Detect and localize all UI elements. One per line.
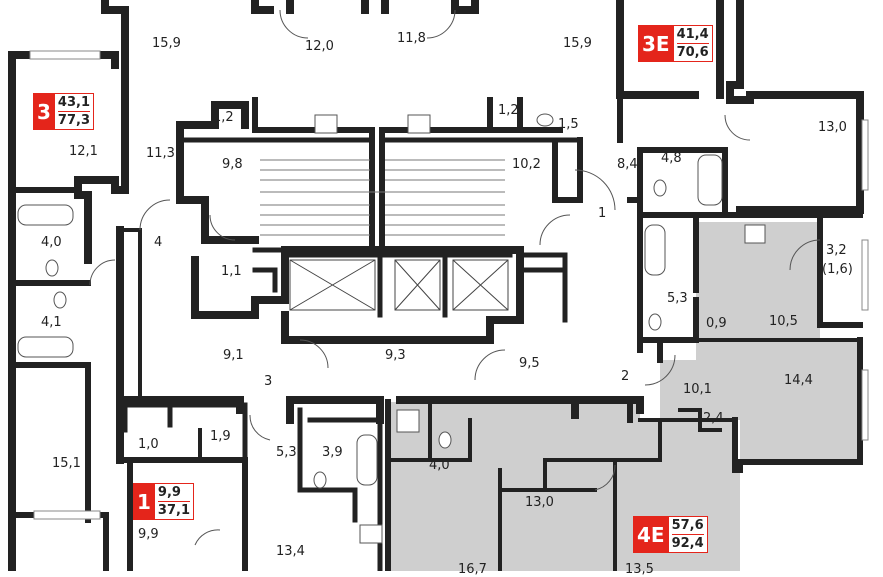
doors — [89, 9, 821, 546]
room-area-label: 1,2 — [498, 103, 519, 118]
apartment-badge-3e: 3E 41,4 70,6 — [638, 25, 713, 62]
room-area-label: 10,5 — [769, 314, 798, 329]
room-area-label: 2 — [621, 369, 630, 384]
elevators — [289, 259, 509, 311]
apartment-number: 1 — [133, 483, 155, 520]
room-area-label: 5,3 — [276, 445, 297, 460]
apartment-areas: 41,4 70,6 — [673, 25, 713, 62]
living-area: 57,6 — [671, 518, 704, 535]
room-area-label: 0,9 — [706, 316, 727, 331]
room-area-label: 1 — [598, 206, 607, 221]
room-area-label: 9,8 — [222, 157, 243, 172]
room-area-label: 4,0 — [41, 235, 62, 250]
room-area-label: 4,8 — [661, 151, 682, 166]
room-area-label: 13,4 — [276, 544, 305, 559]
living-area: 9,9 — [157, 484, 190, 502]
room-area-label: 15,1 — [52, 456, 81, 471]
room-area-label: 1,0 — [138, 437, 159, 452]
room-area-label: 13,5 — [625, 562, 654, 577]
apartment-number: 3E — [638, 25, 674, 62]
total-area: 70,6 — [676, 45, 709, 60]
room-area-label: 10,1 — [683, 382, 712, 397]
room-area-label: 14,4 — [784, 373, 813, 388]
room-area-label: 10,2 — [512, 157, 541, 172]
living-area: 43,1 — [57, 95, 90, 112]
room-area-label: 15,9 — [152, 36, 181, 51]
room-area-label: 3 — [264, 374, 273, 389]
living-area: 41,4 — [676, 27, 709, 44]
room-area-label: 9,5 — [519, 356, 540, 371]
apartment-number: 3 — [33, 93, 55, 130]
staircase — [260, 159, 505, 236]
room-area-label: 4 — [154, 235, 163, 250]
room-area-label: 11,3 — [146, 146, 175, 161]
room-area-label: 1,2 — [213, 110, 234, 125]
total-area: 77,3 — [57, 113, 90, 128]
room-area-label: 15,9 — [563, 36, 592, 51]
room-area-label: 13,0 — [818, 120, 847, 135]
room-area-label: 3,9 — [322, 445, 343, 460]
room-area-label: 8,4 — [617, 157, 638, 172]
walls — [8, 0, 864, 571]
room-area-label: 12,1 — [69, 144, 98, 159]
room-area-label: 1,1 — [221, 264, 242, 279]
room-area-label: 9,3 — [385, 348, 406, 363]
fixtures — [17, 113, 766, 544]
total-area: 92,4 — [671, 536, 704, 551]
apartment-areas: 9,9 37,1 — [154, 483, 194, 520]
room-area-label: 1,9 — [210, 429, 231, 444]
room-area-label: 1,5 — [558, 117, 579, 132]
room-area-label: 3,2 — [826, 243, 847, 258]
room-area-label: (1,6) — [822, 262, 853, 277]
apartment-badge-1: 1 9,9 37,1 — [133, 483, 194, 520]
apartment-number: 4E — [633, 516, 669, 553]
apartment-badge-3: 3 43,1 77,3 — [33, 93, 94, 130]
room-area-label: 5,3 — [667, 291, 688, 306]
room-area-label: 16,7 — [458, 562, 487, 577]
room-area-label: 4,1 — [41, 315, 62, 330]
room-area-label: 9,9 — [138, 527, 159, 542]
apartment-areas: 57,6 92,4 — [668, 516, 708, 553]
apartment-areas: 43,1 77,3 — [54, 93, 94, 130]
windows — [29, 50, 869, 520]
total-area: 37,1 — [157, 503, 190, 518]
room-area-label: 9,1 — [223, 348, 244, 363]
room-area-label: 12,0 — [305, 39, 334, 54]
room-area-label: 2,4 — [703, 411, 724, 426]
room-area-label: 13,0 — [525, 495, 554, 510]
room-area-label: 4,0 — [429, 458, 450, 473]
room-area-label: 11,8 — [397, 31, 426, 46]
apartment-badge-4e: 4E 57,6 92,4 — [633, 516, 708, 553]
